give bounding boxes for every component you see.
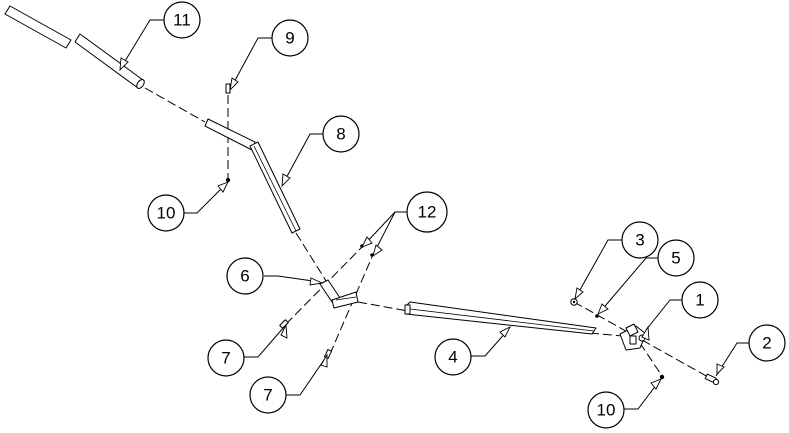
callout-label: 11 bbox=[173, 11, 191, 30]
part-7-screws bbox=[279, 319, 333, 359]
callout-label: 12 bbox=[418, 203, 437, 222]
part-8-bent-tube bbox=[204, 118, 301, 234]
callout-4: 4 bbox=[434, 338, 472, 376]
callout-label: 2 bbox=[762, 334, 771, 353]
callout-label: 6 bbox=[240, 267, 249, 286]
part-4-long-tube bbox=[404, 301, 597, 335]
part-9-screw bbox=[225, 83, 231, 94]
callout-11: 11 bbox=[163, 1, 201, 39]
callout-label: 7 bbox=[263, 386, 272, 405]
leader-arrowheads bbox=[119, 57, 725, 390]
callout-7-lower: 7 bbox=[249, 376, 287, 414]
part-1-end-bracket bbox=[619, 323, 647, 351]
callout-10-lower: 10 bbox=[587, 391, 625, 429]
callout-label: 3 bbox=[635, 231, 644, 250]
part-10-nut-lower bbox=[659, 374, 665, 380]
callout-8: 8 bbox=[322, 115, 360, 153]
part-10-nut-upper bbox=[225, 177, 231, 183]
part-5-pin bbox=[595, 314, 599, 318]
callout-label: 5 bbox=[671, 249, 680, 268]
callout-7-upper: 7 bbox=[207, 339, 245, 377]
callout-12: 12 bbox=[406, 191, 448, 233]
callout-label: 10 bbox=[157, 204, 176, 223]
part-6-corner-bracket bbox=[319, 279, 359, 309]
part-11-tube bbox=[4, 5, 145, 89]
callout-3: 3 bbox=[621, 221, 659, 259]
part-3-washer bbox=[570, 298, 578, 306]
callout-label: 10 bbox=[597, 401, 616, 420]
callout-6: 6 bbox=[226, 257, 264, 295]
callout-9: 9 bbox=[271, 19, 309, 57]
callout-label: 8 bbox=[336, 125, 345, 144]
callout-label: 9 bbox=[285, 29, 294, 48]
callout-label: 7 bbox=[221, 349, 230, 368]
callout-10-upper: 10 bbox=[147, 194, 185, 232]
callout-5: 5 bbox=[657, 239, 695, 277]
callout-label: 4 bbox=[448, 348, 457, 367]
callout-1: 1 bbox=[681, 281, 719, 319]
leader-lines bbox=[121, 19, 749, 410]
callout-label: 1 bbox=[695, 291, 704, 310]
part-2-bolt bbox=[704, 373, 720, 386]
callout-2: 2 bbox=[748, 324, 786, 362]
